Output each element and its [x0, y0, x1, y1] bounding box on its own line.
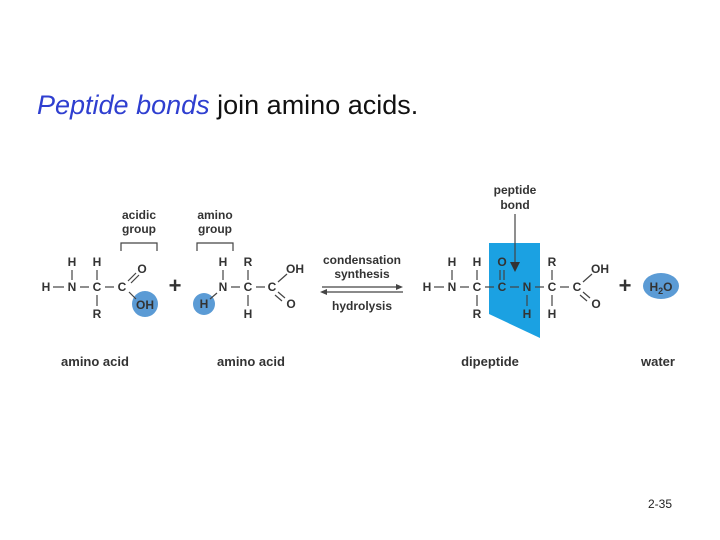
atom-c: C [268, 280, 277, 294]
atom-c: C [573, 280, 582, 294]
atom-h: H [42, 280, 51, 294]
plus-sign-1: + [169, 273, 182, 298]
atom-r: R [93, 307, 102, 321]
peptide-h: H [523, 307, 532, 321]
atom-c: C [93, 280, 102, 294]
caption-amino-acid-1: amino acid [61, 354, 129, 369]
reverse-arrowhead [320, 289, 327, 295]
amino-acid-1-structure: H H H N C C R O OH [42, 255, 154, 321]
title-emphasis: Peptide bonds [37, 90, 210, 120]
acidic-group-label-1: acidic [122, 208, 156, 222]
atom-n: N [219, 280, 228, 294]
h-highlight-circle [193, 293, 215, 315]
acidic-group-label-2: group [122, 222, 156, 236]
atom-r: R [548, 255, 557, 269]
plus-sign-2: + [619, 273, 632, 298]
amino-group-label-2: group [198, 222, 232, 236]
amino-h: H [200, 297, 209, 311]
atom-h: H [448, 255, 457, 269]
peptide-bond-band [489, 243, 540, 338]
atom-r: R [473, 307, 482, 321]
page-number: 2-35 [648, 497, 673, 511]
amino-acid-2-structure: H R N C C H H OH O [200, 255, 304, 321]
slide-title: Peptide bonds join amino acids. [37, 90, 418, 121]
caption-water: water [640, 354, 675, 369]
forward-arrowhead [396, 284, 403, 290]
caption-amino-acid-2: amino acid [217, 354, 285, 369]
atom-n: N [448, 280, 457, 294]
atom-h: H [548, 307, 557, 321]
hydrolysis-label: hydrolysis [332, 299, 392, 313]
peptide-n: N [523, 280, 532, 294]
atom-o: O [137, 262, 146, 276]
atom-c: C [548, 280, 557, 294]
atom-h: H [219, 255, 228, 269]
amino-group-label-1: amino [197, 208, 232, 222]
oh-highlight-circle [132, 291, 158, 317]
atom-c: C [118, 280, 127, 294]
atom-oh: OH [286, 262, 304, 276]
synthesis-label: synthesis [334, 267, 390, 281]
condensation-label: condensation [323, 253, 401, 267]
atom-h: H [244, 307, 253, 321]
caption-dipeptide: dipeptide [461, 354, 519, 369]
atom-r: R [244, 255, 253, 269]
atom-n: N [68, 280, 77, 294]
dipeptide-structure: H H H N C R O C N H R C H C OH O [423, 255, 609, 321]
atom-h: H [473, 255, 482, 269]
peptide-c: C [498, 280, 507, 294]
peptide-bond-arrowhead [510, 262, 520, 272]
atom-c: C [244, 280, 253, 294]
atom-oh: OH [591, 262, 609, 276]
atom-h: H [68, 255, 77, 269]
amino-group-bracket [196, 242, 234, 251]
hydroxyl-oh: OH [136, 298, 154, 312]
acidic-group-bracket [120, 242, 158, 251]
water-formula: H2O [649, 280, 672, 296]
atom-h: H [93, 255, 102, 269]
atom-c: C [473, 280, 482, 294]
atom-o: O [591, 297, 600, 311]
peptide-bond-label-2: bond [500, 198, 529, 212]
atom-h: H [423, 280, 432, 294]
carbonyl-o: O [497, 255, 506, 269]
peptide-bond-label-1: peptide [494, 183, 537, 197]
title-rest: join amino acids. [209, 90, 419, 120]
water-highlight [643, 273, 679, 299]
atom-o: O [286, 297, 295, 311]
